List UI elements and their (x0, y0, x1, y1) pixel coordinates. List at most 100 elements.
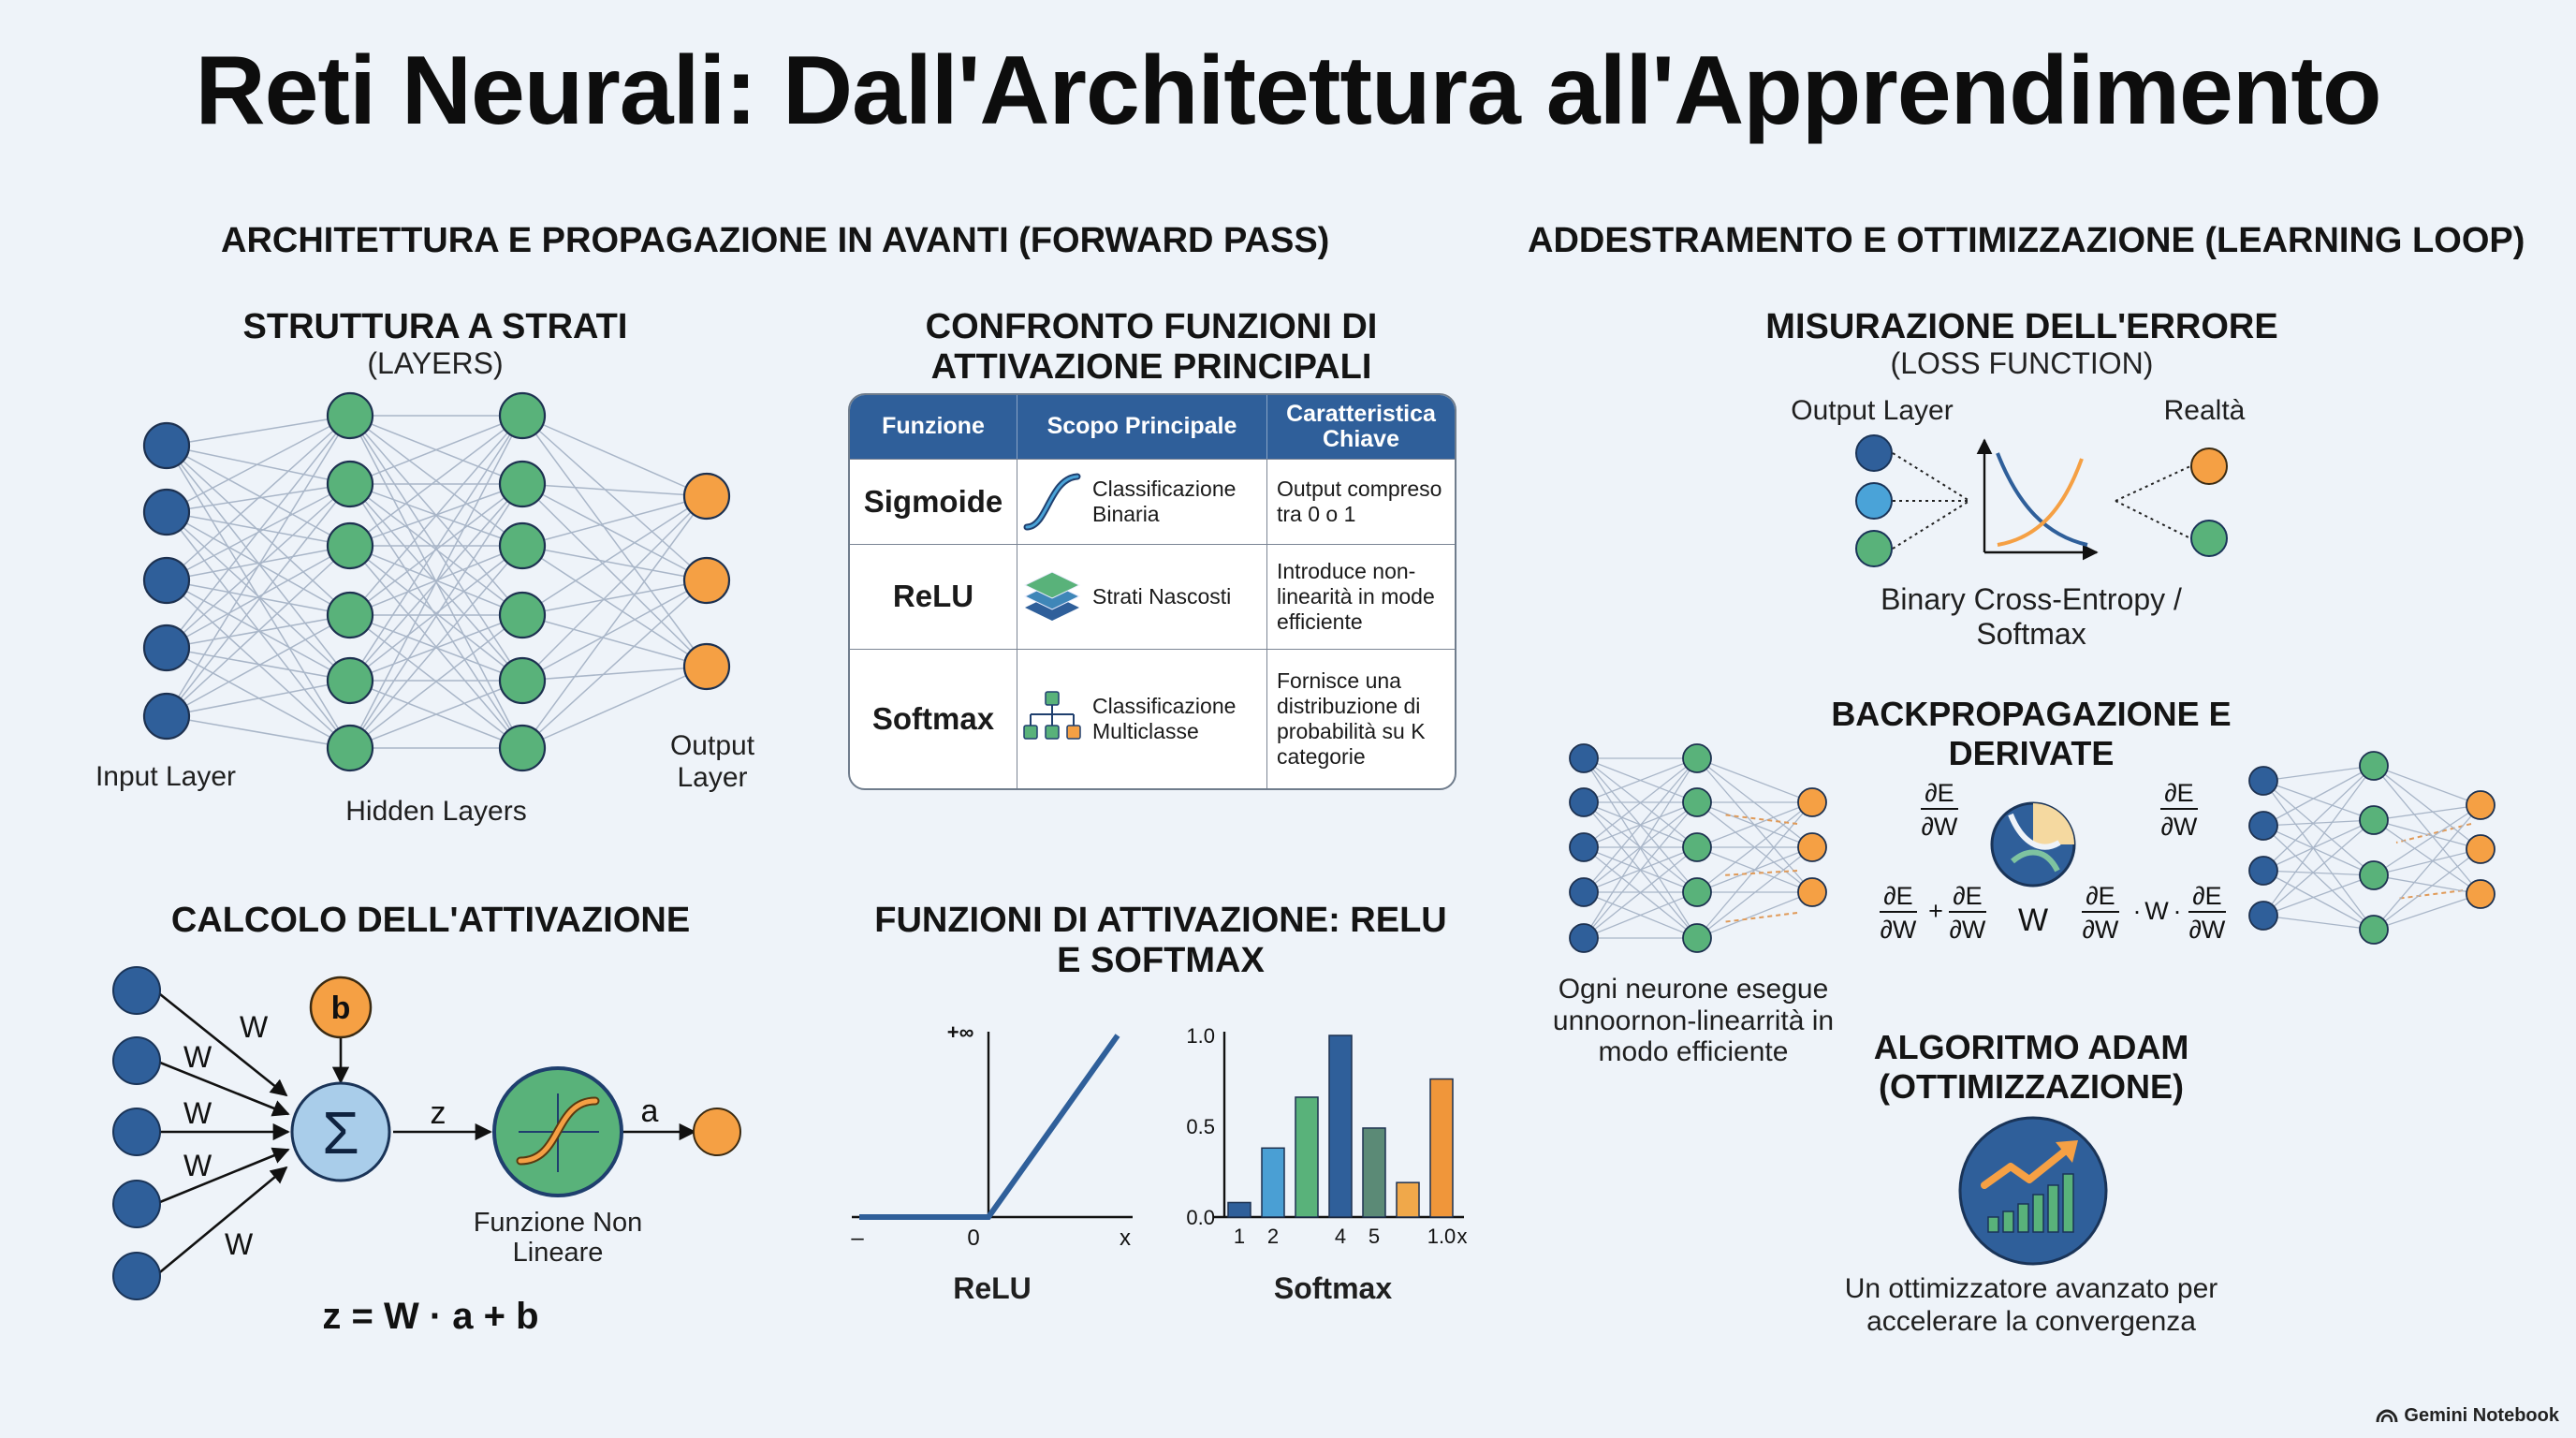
network-link (349, 545, 523, 682)
network-link (349, 415, 523, 682)
neuron-node (326, 591, 374, 639)
neuron-node (1797, 877, 1827, 907)
network-link (349, 545, 523, 749)
network-link (166, 415, 351, 581)
relu-line (859, 1034, 1120, 1220)
softmax-bar (1261, 1147, 1285, 1218)
network-link (166, 415, 351, 513)
weight-symbol: W (2144, 897, 2169, 925)
network-link (521, 495, 708, 682)
neuron-node (2248, 811, 2278, 841)
table-cell-function: Softmax (850, 649, 1017, 788)
loss-title: MISURAZIONE DELL'ERRORE (1765, 307, 2278, 346)
gradient-arrow (1721, 870, 1798, 876)
network-link (2262, 870, 2375, 931)
relu-x-tick: – (851, 1225, 864, 1251)
derivative-numerator: ∂E (1925, 779, 1954, 807)
network-link (2262, 819, 2375, 872)
section-title-forward: ARCHITETTURA E PROPAGAZIONE IN AVANTI (F… (221, 221, 1330, 260)
table-row: Softmax Classificazione Multiclasse Forn… (850, 649, 1455, 788)
table-cell-scope: Classificazione Binaria (1092, 476, 1237, 527)
network-link (1583, 846, 1698, 939)
table-row: Sigmoide Classificazione Binaria Output … (850, 459, 1455, 545)
backprop-title: BACKPROPAGAZIONE E DERIVATE (1831, 695, 2232, 773)
layers-title: STRUTTURA A STRATI (242, 307, 628, 346)
network-link (521, 580, 708, 616)
network-link (349, 614, 523, 749)
network-link (2373, 765, 2481, 850)
z-label: z (431, 1095, 446, 1131)
network-link (521, 415, 708, 497)
network-link (166, 445, 351, 547)
neuron-node (1682, 787, 1712, 817)
network-link (2373, 848, 2481, 931)
network-link (2262, 825, 2375, 876)
network-link (521, 495, 708, 547)
network-link (521, 495, 708, 616)
layers-stack-icon (1023, 571, 1081, 621)
table-cell-function: ReLU (850, 544, 1017, 650)
neuron-node (2248, 856, 2278, 886)
network-link (2373, 819, 2481, 895)
table-cell-scope: Strati Nascosti (1092, 584, 1232, 609)
neuron-node (1569, 787, 1599, 817)
output-layer-label: Output Layer (669, 730, 755, 793)
network-link (521, 545, 708, 668)
softmax-y-tick: 0.5 (1186, 1115, 1215, 1138)
input-layer-label: Input Layer (95, 761, 237, 792)
backprop-network-right (2248, 751, 2496, 945)
network-link (521, 495, 708, 749)
loss-subtitle: (LOSS FUNCTION) (1890, 346, 2154, 380)
network-link (2262, 780, 2375, 876)
neuron-node (326, 724, 374, 772)
layers-network-links (166, 415, 708, 749)
derivative-denominator: ∂W (1881, 916, 1917, 944)
network-link (521, 415, 708, 668)
derivative-denominator: ∂W (1950, 916, 1986, 944)
network-link (166, 445, 351, 616)
network-link (349, 483, 523, 616)
loss-output-label: Output Layer (1791, 395, 1954, 426)
table-header: Scopo Principale (1017, 395, 1267, 459)
dot-operator: · (2174, 897, 2182, 925)
brand-logo-icon (2376, 1408, 2398, 1422)
adam-caption: Un ottimizzatore avanzato per accelerare… (1844, 1273, 2218, 1337)
neuron-node (326, 460, 374, 508)
network-link (2373, 874, 2481, 895)
network-link (349, 415, 523, 749)
hierarchy-tree-icon (1023, 691, 1081, 740)
dot-operator: · (2133, 897, 2142, 925)
network-link (166, 483, 351, 717)
derivative-denominator: ∂W (2083, 916, 2119, 944)
table-cell-feature: Introduce non-linearità in mode efficien… (1267, 544, 1455, 649)
network-link (1696, 801, 1813, 848)
network-link (1696, 891, 1813, 939)
network-link (2262, 819, 2375, 917)
table-cell-function: Sigmoide (850, 459, 1017, 545)
network-link (166, 415, 351, 447)
backprop-network-left (1569, 743, 2472, 953)
softmax-x-tick: 4 (1335, 1225, 1346, 1248)
network-link (166, 415, 351, 717)
network-link (2373, 765, 2481, 895)
relu-x-tick: x (1120, 1225, 1131, 1251)
network-link (1583, 801, 1698, 939)
softmax-x-tick: 1 (1234, 1225, 1245, 1248)
network-link (166, 545, 351, 717)
neuron-node (1569, 743, 1599, 773)
neuron-node (1682, 923, 1712, 953)
network-link (166, 545, 351, 581)
network-link (2373, 804, 2481, 931)
derivative-denominator: ∂W (2189, 916, 2226, 944)
softmax-y-tick: 0.0 (1186, 1206, 1215, 1229)
adam-subtitle: (OTTIMIZZAZIONE) (1879, 1067, 2184, 1106)
network-link (166, 445, 351, 485)
network-link (521, 415, 708, 581)
network-link (2262, 765, 2375, 782)
softmax-bar (1227, 1201, 1251, 1218)
neuron-node (498, 656, 547, 705)
table-row: ReLU Strati Nascosti Introduce non-linea… (850, 544, 1455, 650)
plus-operator: + (1928, 897, 1943, 925)
